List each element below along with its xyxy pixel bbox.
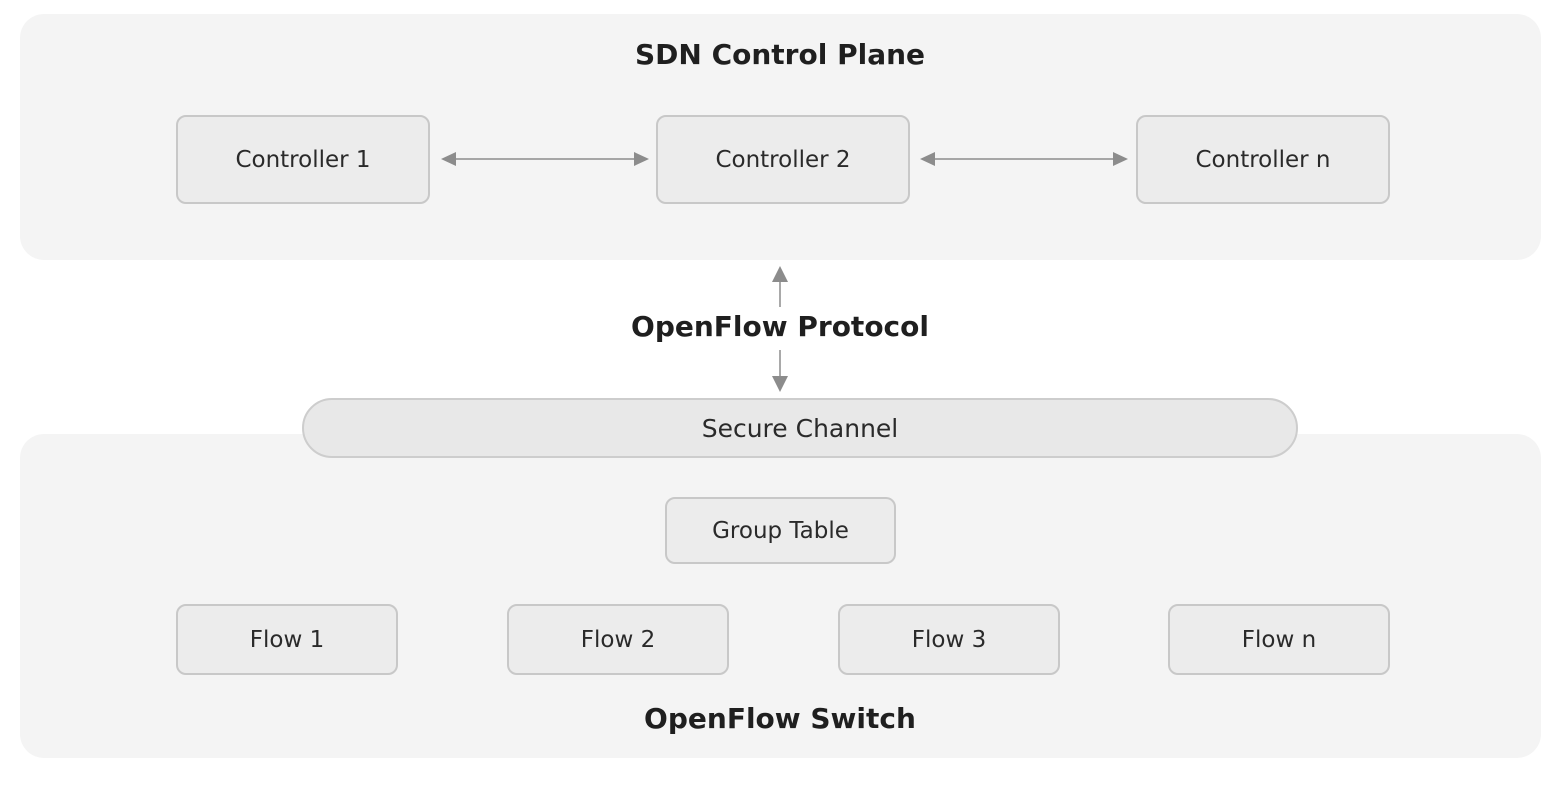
openflow-protocol-label: OpenFlow Protocol <box>631 310 929 343</box>
flow-3-box: Flow 3 <box>838 604 1060 675</box>
arrow-head-down <box>772 376 788 392</box>
arrow-head-right-1 <box>634 152 649 166</box>
control-plane-title: SDN Control Plane <box>634 38 926 71</box>
arrow-head-left-2 <box>920 152 935 166</box>
controller-n-box: Controller n <box>1136 115 1390 204</box>
group-table-box: Group Table <box>665 497 896 564</box>
arrow-head-up <box>772 266 788 282</box>
openflow-switch-title: OpenFlow Switch <box>644 702 916 735</box>
controller-2-box: Controller 2 <box>656 115 910 204</box>
flow-2-box: Flow 2 <box>507 604 729 675</box>
arrow-head-right-2 <box>1113 152 1128 166</box>
flow-1-box: Flow 1 <box>176 604 398 675</box>
secure-channel-pill: Secure Channel <box>302 398 1298 458</box>
arrow-head-left-1 <box>441 152 456 166</box>
flow-n-box: Flow n <box>1168 604 1390 675</box>
openflow-switch-panel <box>20 434 1541 758</box>
controller-1-box: Controller 1 <box>176 115 430 204</box>
